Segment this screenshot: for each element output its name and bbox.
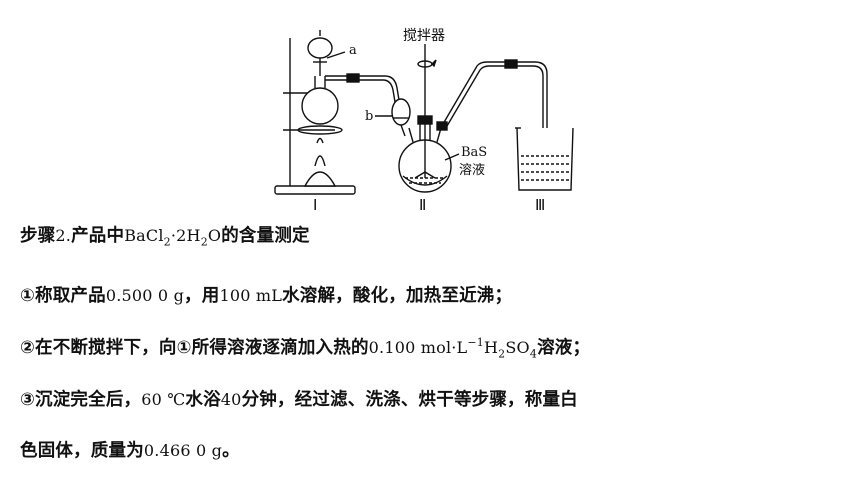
round-flask — [301, 87, 339, 125]
step2-heading: 步骤2.产品中BaCl2·2H2O的含量测定 — [20, 226, 310, 249]
rubber-connector-2 — [504, 59, 518, 69]
label-reagent-solution: 溶液 — [459, 163, 485, 178]
item-2: ②在不断搅拌下，向①所得溶液逐滴加入热的0.100 mol·L−1H2SO4溶液… — [20, 336, 591, 361]
apparatus-figure: 搅拌器 a b BaS 溶液 Ⅰ Ⅱ Ⅲ — [274, 28, 574, 214]
stand-base — [274, 185, 356, 195]
tube-1 — [359, 75, 400, 101]
item-3: ③沉淀完全后，60 ℃水浴40分钟，经过滤、洗涤、烘干等步骤，称量白 — [20, 390, 578, 410]
label-b: b — [365, 109, 373, 124]
item-1: ①称取产品0.500 0 g，用100 mL水溶解，酸化，加热至近沸； — [20, 286, 513, 306]
separatory-funnel — [307, 37, 333, 59]
ring-support — [297, 125, 343, 135]
beaker — [516, 127, 574, 191]
label-apparatus-III: Ⅲ — [535, 198, 545, 214]
label-reagent-bas: BaS — [461, 145, 487, 160]
rubber-connector-1 — [346, 73, 360, 83]
label-a: a — [349, 43, 357, 58]
label-apparatus-I: Ⅰ — [313, 198, 317, 214]
label-apparatus-II: Ⅱ — [419, 198, 426, 214]
dropping-funnel — [391, 98, 411, 126]
alcohol-burner — [303, 171, 337, 187]
item-3-continued: 色固体，质量为0.466 0 g。 — [20, 441, 240, 461]
label-stirrer: 搅拌器 — [403, 28, 445, 44]
